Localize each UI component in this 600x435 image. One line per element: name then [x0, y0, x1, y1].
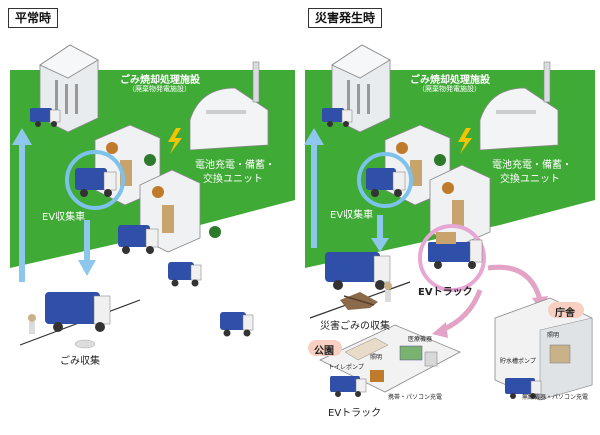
ev-track-at-office: [505, 378, 542, 399]
queued-truck-1: [118, 225, 159, 254]
tree: [144, 154, 156, 166]
truck-at-incinerator: [30, 108, 61, 127]
arrow-to-park: [432, 289, 483, 338]
truck-at-incinerator: [322, 108, 353, 127]
ev-collection-truck: [75, 168, 117, 197]
ev-truck-highlight-ring: [357, 152, 413, 208]
park-facility: [319, 324, 461, 393]
worker-body: [385, 290, 391, 302]
ev-track-highlight-ring: [418, 224, 486, 292]
ev-track-at-park: [330, 376, 367, 397]
ev-truck-highlight-ring: [65, 150, 125, 210]
disaster-collection-label: 災害ごみの収集: [320, 321, 390, 332]
office-building: [494, 297, 593, 401]
worker: [384, 282, 392, 290]
worker: [28, 314, 36, 322]
lightning-bolt: [458, 128, 472, 154]
park-toilet-pump-label: トイレポンプ: [328, 364, 364, 371]
collection-label: ごみ収集: [60, 356, 100, 367]
incinerator-sublabel: （廃棄物発電施設）: [418, 85, 481, 93]
arrow-up-to-incinerator: [12, 128, 32, 282]
normal-time-illustration: [10, 44, 295, 349]
park-badge: 公園: [314, 346, 334, 357]
office-equipment-label: 無線機器・パソコン充電: [522, 394, 589, 401]
disaster-debris: [340, 292, 378, 310]
disaster-time-panel: 災害発生時 ごみ焼却処理施設 （廃棄物発電施設） 電池充電・備蓄・ 交換ユニット…: [300, 0, 600, 435]
chimney: [543, 61, 551, 103]
arrow-down-to-collection: [371, 215, 389, 252]
arrow-down-to-collection: [78, 220, 96, 276]
ev-collection-truck: [366, 168, 406, 197]
charging-unit-label-line2: 交換ユニット: [500, 174, 560, 185]
chimney: [252, 61, 260, 103]
park-pc-charge-label: 携帯・パソコン充電: [388, 394, 443, 401]
ev-truck-label: EV収集車: [330, 210, 374, 221]
collection-truck: [45, 292, 111, 332]
worker-body: [29, 322, 35, 334]
charging-unit-label-line1: 電池充電・備蓄・: [492, 160, 572, 171]
arrow-up-to-incinerator: [304, 128, 324, 248]
incinerator-label: ごみ焼却処理施設: [120, 75, 200, 86]
garbage-bags: [74, 339, 96, 349]
office-badge-bg: [548, 302, 584, 318]
tree: [434, 154, 446, 166]
normal-time-title: 平常時: [8, 8, 59, 28]
charging-unit-label-line2: 交換ユニット: [203, 174, 263, 185]
park-medical-label: 医療機器: [408, 336, 433, 343]
queued-truck-2: [168, 262, 202, 287]
disaster-time-illustration: [304, 44, 595, 401]
normal-time-panel: 平常時 ごみ焼却処理施設 （廃棄物発電施設） 電池充電・備蓄・ 交換ユニット E…: [8, 8, 295, 367]
ev-track-label: EVトラック: [418, 287, 473, 298]
queued-truck-3: [220, 312, 254, 337]
office-lighting-label: 照明: [547, 332, 560, 339]
charging-unit-label-line1: 電池充電・備蓄・: [195, 160, 275, 171]
ev-truck-label: EV収集車: [42, 212, 86, 223]
park-lighting-label: 照明: [370, 354, 383, 361]
office-badge: 庁舎: [555, 308, 575, 319]
office-water-pump-label: 貯水槽ポンプ: [500, 358, 536, 365]
incinerator-sublabel: （廃棄物発電施設）: [128, 85, 191, 93]
tree: [209, 226, 221, 238]
ev-track-bottom-label: EVトラック: [328, 408, 382, 419]
disaster-collection-truck: [325, 252, 391, 290]
park-badge-bg: [308, 340, 342, 356]
disaster-time-title: 災害発生時: [308, 8, 383, 28]
lightning-bolt: [168, 128, 182, 154]
dome-facility: [189, 87, 269, 151]
incinerator-label: ごみ焼却処理施設: [410, 75, 490, 86]
dome-facility: [479, 87, 559, 151]
ev-flatbed-track: [428, 232, 483, 269]
